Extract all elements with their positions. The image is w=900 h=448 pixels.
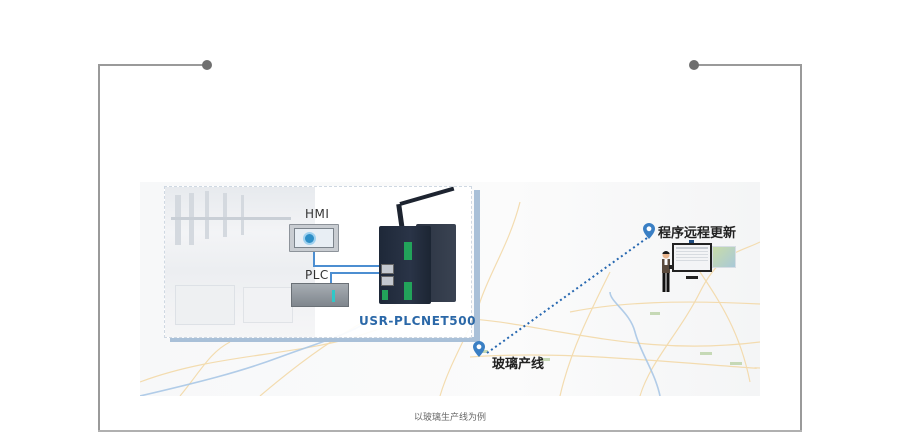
frame-dot-right [689, 60, 699, 70]
webcam [689, 240, 694, 244]
plc-label: PLC [305, 268, 329, 282]
panel-shadow [170, 190, 480, 342]
ethernet-port-1 [381, 264, 394, 274]
frame-line-bottom [98, 430, 802, 432]
monitor-icon [672, 243, 712, 272]
map-pin-icon [473, 341, 485, 357]
hmi-wire-vertical [313, 252, 315, 266]
remote-update-label: 程序远程更新 [658, 226, 737, 241]
hmi-label: HMI [305, 207, 330, 221]
monitor-stand [686, 276, 698, 279]
engineer-icon [662, 251, 672, 292]
power-terminal [382, 290, 388, 300]
hmi-device [289, 224, 339, 252]
hmi-screen-icon [303, 232, 316, 245]
map-roads [140, 201, 760, 396]
plc-wire-vertical [330, 273, 332, 283]
hmi-wire-horizontal [313, 265, 381, 267]
frame-dot-left [202, 60, 212, 70]
frame-line-top-left [98, 64, 206, 66]
frame-line-right [800, 64, 802, 432]
frame-line-left [98, 64, 100, 432]
terminal-block-2 [404, 282, 412, 300]
map-pin-icon [643, 223, 655, 239]
frame-line-top-right [694, 64, 802, 66]
gateway-model-label: USR-PLCNET500 [359, 314, 477, 328]
terminal-block-1 [404, 242, 412, 260]
plc-device [291, 283, 349, 307]
map-thumbnail [712, 246, 736, 268]
plc-wire-horizontal [330, 272, 381, 274]
ethernet-port-2 [381, 276, 394, 286]
figure-caption: 以玻璃生产线为例 [413, 413, 486, 423]
factory-photo [165, 187, 315, 337]
glass-line-label: 玻璃产线 [492, 357, 545, 372]
